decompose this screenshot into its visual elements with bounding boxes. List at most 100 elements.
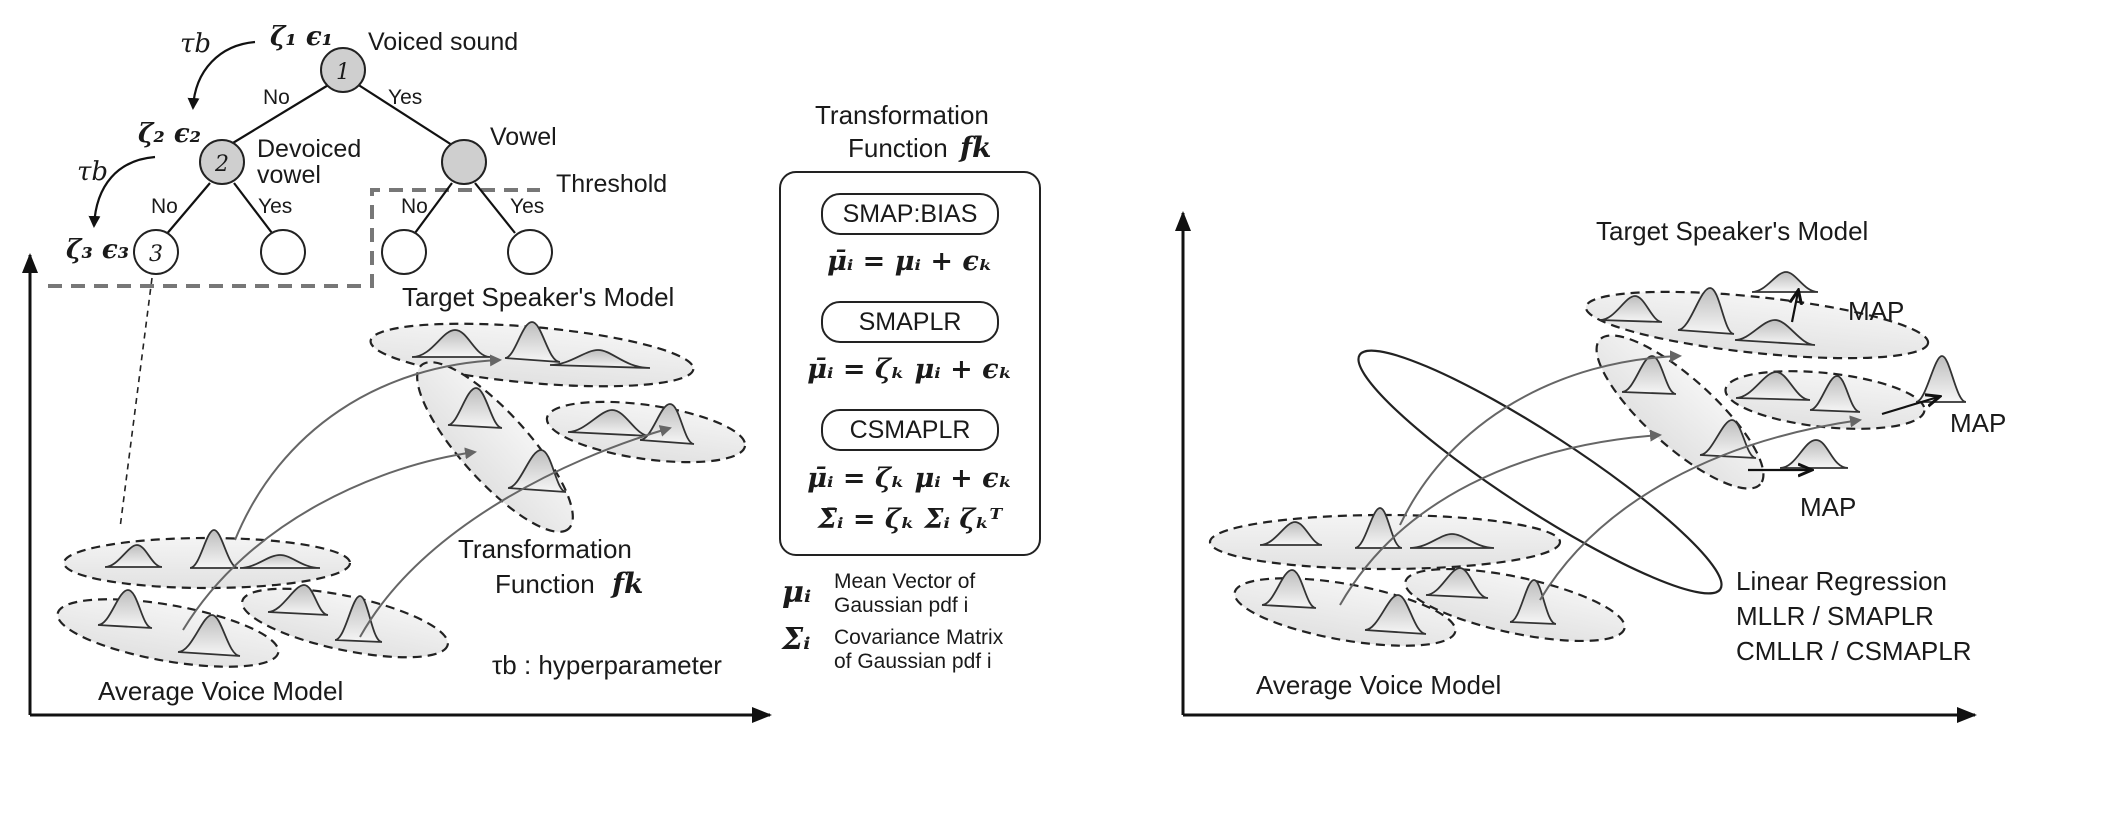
- map-shift-arrow: [1792, 292, 1798, 323]
- method-pill: [821, 301, 999, 343]
- tree-leaf: [260, 229, 306, 275]
- tree-node-2: [199, 139, 245, 185]
- left-average-gaussians: [56, 529, 449, 668]
- linear-regression-label: Linear Regression: [1736, 566, 1947, 596]
- method-name: CSMAPLR: [850, 416, 971, 444]
- left-panel: Threshold 1 2 3 ζ₁ ϵ₁ Voiced sound No Ye…: [22, 22, 772, 723]
- gaussian-curve: [104, 544, 163, 568]
- map-label: MAP: [1950, 408, 2006, 438]
- gaussian-curve: [567, 409, 651, 437]
- transformation-function-box: [779, 171, 1041, 556]
- no-label: No: [401, 195, 428, 218]
- tree-edge: [474, 182, 516, 234]
- gaussian-curve: [1509, 579, 1557, 625]
- gaussian-curve: [1599, 295, 1663, 323]
- linear-regression-ellipse: [1357, 349, 1723, 595]
- legend-mu-line1: Mean Vector of: [834, 570, 975, 593]
- tau-label: τb: [77, 157, 108, 187]
- tree-edge: [233, 182, 273, 234]
- tree-node-3: [133, 229, 179, 275]
- decision-tree: 1 2 3 ζ₁ ϵ₁ Voiced sound No Yes ζ₂ ϵ₂ De…: [66, 22, 557, 275]
- node-to-model-connector: [119, 277, 153, 529]
- right-panel: Target Speaker's Model MAP MAP MAP: [1175, 211, 2006, 723]
- middle-title-line2: Function: [848, 133, 948, 163]
- gaussian-curve: [1261, 569, 1317, 609]
- right-average-voice-model-label: Average Voice Model: [1256, 670, 1501, 700]
- legend-symbol-sigma: Σᵢ: [781, 622, 810, 657]
- gaussian-curve: [549, 349, 651, 369]
- gaussian-curve: [447, 387, 503, 429]
- threshold-label: Threshold: [556, 170, 667, 198]
- gaussian-cluster-ellipse: [1584, 290, 1930, 360]
- tau-arrow: [187, 40, 256, 110]
- yes-label: Yes: [510, 195, 544, 218]
- gaussian-curve: [1364, 594, 1427, 635]
- left-target-speaker-model-label: Target Speaker's Model: [402, 282, 674, 312]
- tree-leaf: [381, 229, 427, 275]
- gaussian-curve: [1409, 533, 1495, 549]
- legend-sigma-line2: of Gaussian pdf i: [834, 650, 992, 673]
- tree-edge: [414, 182, 453, 234]
- gaussian-curve: [1259, 521, 1323, 546]
- map-shift-arrow: [1881, 397, 1938, 416]
- gaussian-curve: [1354, 507, 1403, 549]
- tree-node-vowel: [441, 139, 487, 185]
- gaussian-curve: [239, 554, 321, 569]
- gaussian-curve: [1621, 355, 1677, 395]
- left-transformation-function-line2: Function: [495, 569, 595, 599]
- root-params: ζ₁ ϵ₁: [270, 22, 333, 52]
- method-formula: μ̄ᵢ = ζₖ μᵢ + ϵₖ: [807, 463, 1012, 494]
- legend-mu-line2: Gaussian pdf i: [834, 594, 968, 617]
- method-formula: μ̄ᵢ = μᵢ + ϵₖ: [827, 246, 993, 277]
- method-name: SMAPLR: [859, 308, 962, 336]
- tree-edge: [164, 182, 211, 237]
- transformation-arrow: [182, 447, 477, 631]
- gaussian-curve: [1779, 439, 1849, 469]
- yes-label: Yes: [258, 195, 292, 218]
- tree-node-1-id: 1: [336, 60, 350, 85]
- gaussian-curve: [1809, 375, 1861, 413]
- right-target-speaker-model-label: Target Speaker's Model: [1596, 216, 1868, 246]
- left-target-gaussians: [369, 321, 747, 533]
- middle-panel: Transformation Function fk SMAP:BIAS μ̄ᵢ…: [779, 100, 1041, 673]
- transformation-arrow: [234, 354, 502, 541]
- tree-node-3-id: 3: [149, 242, 163, 267]
- method-pill: [821, 193, 999, 235]
- method-pill: [821, 409, 999, 451]
- linear-regression-methods-2: CMLLR / CSMAPLR: [1736, 636, 1972, 666]
- no-label: No: [263, 86, 290, 109]
- transformation-arrow: [359, 425, 672, 638]
- gaussian-curve: [507, 449, 567, 493]
- left-average-voice-model-label: Average Voice Model: [98, 676, 343, 706]
- gaussian-curve: [504, 321, 561, 363]
- gaussian-curve: [1425, 567, 1489, 599]
- gaussian-curve: [334, 595, 383, 643]
- method-formula: μ̄ᵢ = ζₖ μᵢ + ϵₖ: [807, 354, 1012, 385]
- gaussian-curve: [1734, 319, 1816, 346]
- left-f-k: fk: [610, 567, 643, 600]
- no-label: No: [151, 195, 178, 218]
- vowel-label: Vowel: [490, 123, 557, 151]
- hyperparameter-note: τb : hyperparameter: [492, 650, 722, 680]
- map-label: MAP: [1848, 296, 1904, 326]
- transformation-arrow: [1539, 415, 1862, 601]
- tree-node-1: [320, 47, 366, 93]
- method-formula-covariance: Σ̄ᵢ = ζₖ Σᵢ ζₖᵀ: [817, 504, 1004, 535]
- transformation-arrow: [1399, 350, 1682, 526]
- node3-params: ζ₃ ϵ₃: [66, 235, 129, 265]
- tau-label: τb: [180, 29, 211, 59]
- legend-sigma-line1: Covariance Matrix: [834, 626, 1004, 649]
- tree-edge: [356, 83, 453, 146]
- node2-params: ζ₂ ϵ₂: [138, 119, 201, 149]
- left-transformation-function-line1: Transformation: [458, 534, 632, 564]
- method-name: SMAP:BIAS: [843, 200, 978, 228]
- gaussian-curve: [1751, 271, 1819, 293]
- map-label: MAP: [1800, 492, 1856, 522]
- linear-regression-methods-1: MLLR / SMAPLR: [1736, 601, 1934, 631]
- node2-label-line2: vowel: [257, 161, 321, 189]
- tau-arrow: [88, 155, 156, 228]
- gaussian-curve: [1915, 355, 1967, 403]
- node2-label-line1: Devoiced: [257, 135, 361, 163]
- gaussian-curve: [411, 329, 491, 358]
